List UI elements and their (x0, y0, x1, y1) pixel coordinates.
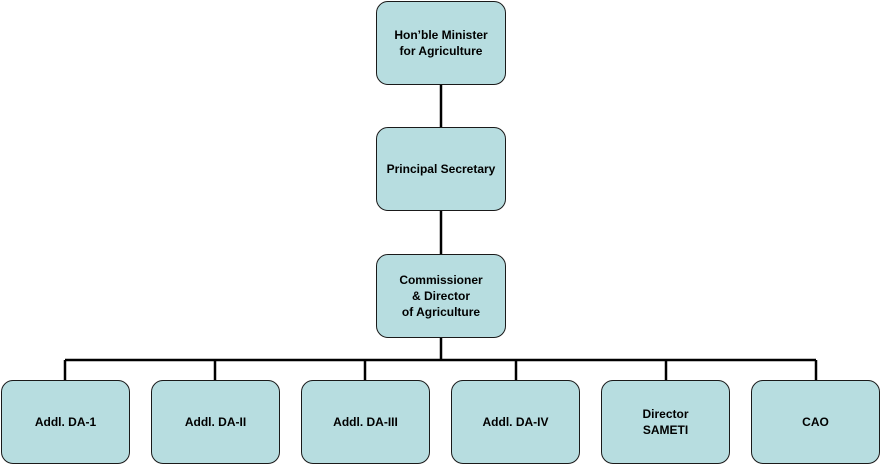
node-minister-agriculture: Hon’ble Minister for Agriculture (376, 1, 506, 85)
node-commissioner-director: Commissioner & Director of Agriculture (376, 254, 506, 338)
node-addl-da-1: Addl. DA-1 (1, 380, 130, 464)
node-cao: CAO (751, 380, 880, 464)
node-addl-da-4: Addl. DA-IV (451, 380, 580, 464)
node-director-sameti: Director SAMETI (601, 380, 730, 464)
node-addl-da-2: Addl. DA-II (151, 380, 280, 464)
node-principal-secretary: Principal Secretary (376, 127, 506, 211)
node-addl-da-3: Addl. DA-III (301, 380, 430, 464)
